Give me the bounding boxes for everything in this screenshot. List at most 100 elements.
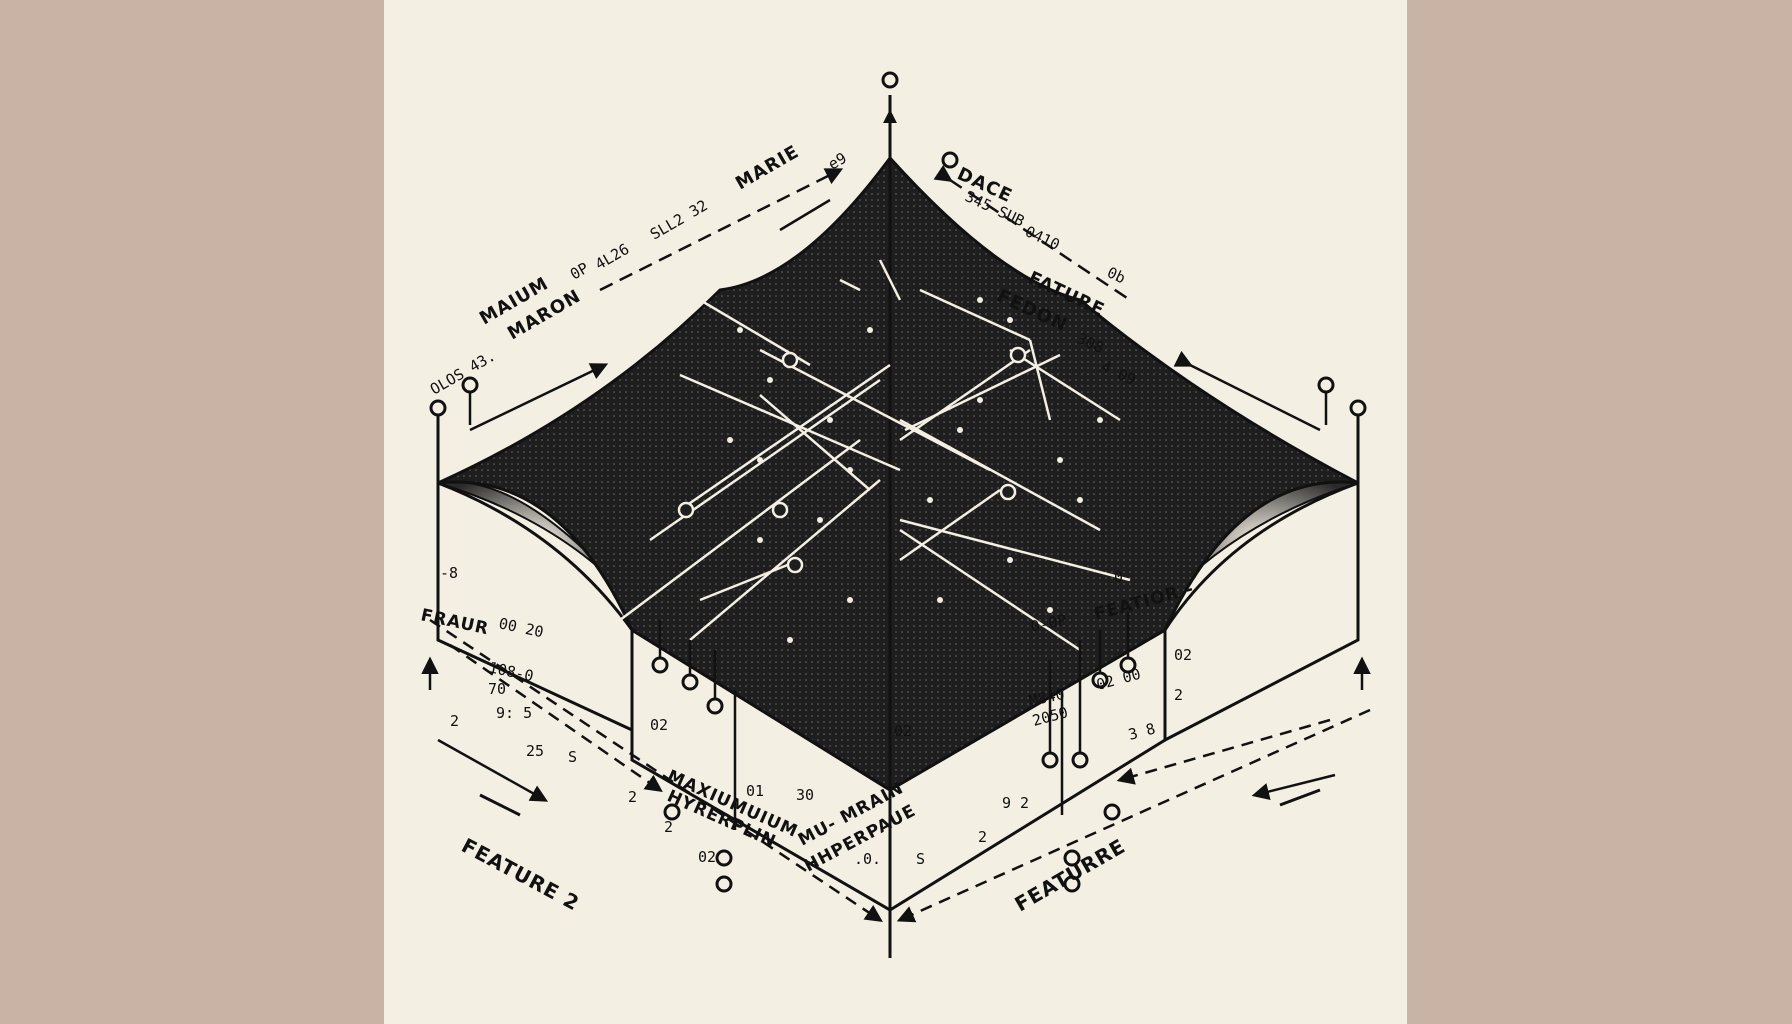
label-front-right-top: 02 [894,722,912,740]
label-top-left-sub: SLL2 32 [647,196,711,243]
label-right-small-6: 9 2 [1002,794,1029,812]
illustration-panel: MARIE SLL2 32 4L26 e9 MAIUM MARON OLOS 4… [384,0,1407,1024]
surface-dot-3 [727,437,733,443]
pin-node-1 [651,656,669,674]
hyperplane-diagram: MARIE SLL2 32 4L26 e9 MAIUM MARON OLOS 4… [419,71,1371,958]
surface-node-4 [771,501,789,519]
label-left-tick: 0P [567,259,592,284]
label-right-small-3: 2 [1174,686,1183,704]
surface-dot-1 [737,327,743,333]
label-left-box-a: -8 [440,564,458,582]
surface-node-6 [786,556,804,574]
diagram-geometry [421,71,1371,958]
pin-node-5 [1091,671,1109,689]
dim-bottom-right-2 [1116,718,1331,785]
label-left-small-4: 25 [526,742,544,760]
surface-dot-15 [927,497,933,503]
label-top-left-title: MARIE [732,141,803,194]
surface-line-11 [899,518,1131,582]
surface-dot-2 [767,377,773,383]
surface-line-17 [899,488,1001,562]
surface-line-20 [839,278,861,292]
surface-dot-9 [977,297,983,303]
right-margin [1407,0,1792,1024]
surface-node-2 [1009,346,1027,364]
surface-dot-17 [1007,557,1013,563]
label-front-right-mid: 30 [796,786,814,804]
dim-top-right [933,164,1131,302]
surface-dot-19 [847,597,853,603]
dim-top-left [599,168,844,292]
surface-dot-21 [1097,417,1103,423]
surface-line-13 [899,348,1031,442]
label-feature-right: FEATURRE [1011,834,1130,917]
dim-right-node [1317,376,1335,394]
dim-bottom-right-1 [896,708,1371,923]
dim-bottom-left-node-1 [663,803,681,821]
surface-node-1 [781,351,799,369]
dim-right-upper [1173,350,1321,432]
surface-line-4 [759,394,871,491]
label-top-right-sub2: 0410 [1022,222,1062,254]
surface-dot-22 [757,537,763,543]
surface-dot-20 [1047,607,1053,613]
pin-node-6 [1119,656,1137,674]
label-front-left-top: 02 [650,716,668,734]
surface-line-19 [878,259,902,301]
pin-node-7 [1041,751,1059,769]
pin-node-2 [681,673,699,691]
dim-bottom-right-stub [1279,788,1321,807]
dim-bottom-left-node-2 [715,849,733,867]
label-right-box-a: 0 [1114,568,1123,586]
dim-bottom-left-1 [429,618,883,922]
surface-line-2 [759,348,991,472]
label-front-right-4: S [916,850,925,868]
label-left-small-2: 9: 5 [496,704,532,722]
label-front-left-3: 02 [698,848,716,866]
surface-dot-8 [867,327,873,333]
dim-top-right-node [941,151,959,169]
surface-line-10 [899,418,1101,532]
surface-line-6 [689,479,881,641]
label-front-left-mid: 01 [746,782,764,800]
label-left-small-3: 2 [450,712,459,730]
surface-line-15 [919,288,1031,342]
surface-node-3 [677,501,695,519]
label-left-small-6: 2 [628,788,637,806]
label-left-small-5: S [568,748,577,766]
label-right-small-2: 02 [1174,646,1192,664]
label-feature-2: FEATURE 2 [458,833,584,915]
dim-top-left-tick [779,198,831,232]
left-post-node [429,399,447,417]
label-right-tick: 0b [1104,263,1128,287]
label-left-small-7: 2 [664,818,673,836]
surface-dot-13 [1057,457,1063,463]
spine-top-node [881,71,899,89]
surface-line-16 [1028,339,1052,421]
surface-line-9 [1009,348,1121,422]
pin-node-4 [1071,751,1089,769]
right-post-node [1349,399,1367,417]
surface-dot-18 [787,637,793,643]
surface-dot-16 [937,597,943,603]
surface-dot-14 [1077,497,1083,503]
dim-bottom-left-node-3 [715,875,733,893]
surface-dot-4 [757,457,763,463]
surface-line-12 [899,528,1081,652]
surface-dot-11 [977,397,983,403]
label-front-right-3: .0. [854,850,881,868]
dim-bottom-right-node-2 [1063,849,1081,867]
surface-dot-6 [847,467,853,473]
surface-dot-10 [1007,317,1013,323]
label-left-small-1: 70 [488,680,506,698]
label-left-nums: OLOS 43. [427,347,499,399]
pin-node-3 [706,697,724,715]
surface-dot-5 [827,417,833,423]
dim-bottom-right-node-1 [1103,803,1121,821]
surface-line-8 [679,363,891,512]
surface-dot-12 [957,427,963,433]
surface-line-14 [904,353,1061,432]
surface-dot-7 [817,517,823,523]
left-margin [0,0,384,1024]
